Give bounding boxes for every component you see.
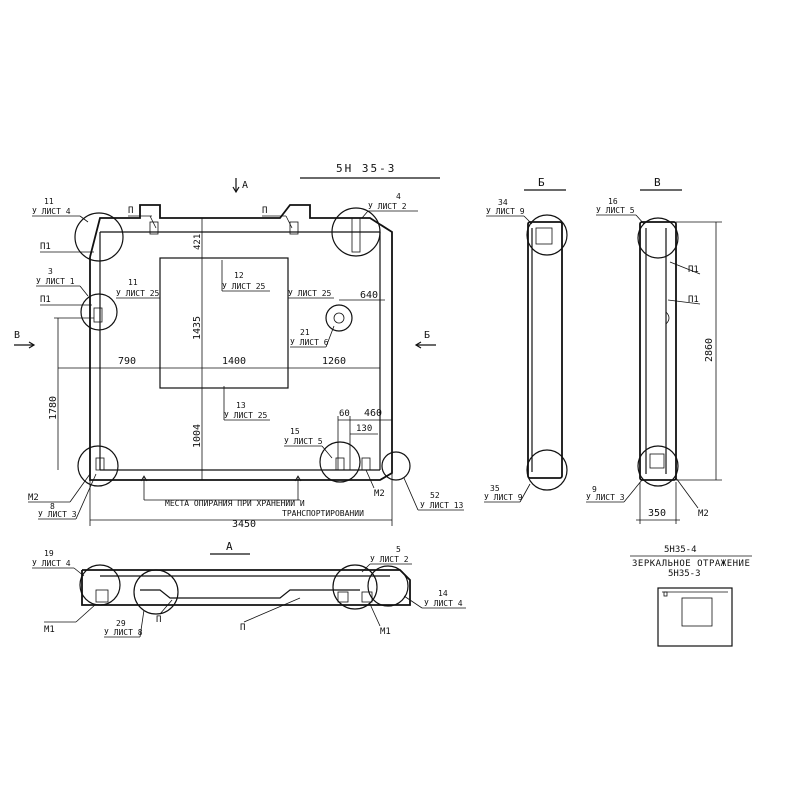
mirror-note-line3: 5Н35-3: [668, 569, 701, 579]
callout-52-sheet: У ЛИСТ 13: [420, 501, 464, 510]
callout-5-sheet: У ЛИСТ 2: [370, 555, 409, 564]
label-p-2: П: [262, 206, 267, 216]
callout-3-sheet: У ЛИСТ 1: [36, 277, 75, 286]
view-a-label-p-a: П: [156, 615, 161, 625]
callout-13-sheet: У ЛИСТ 25: [224, 411, 268, 420]
view-a-label-m1-right: М1: [380, 627, 391, 637]
view-v-label-p11-b: П1: [688, 295, 699, 305]
callout-35-num: 35: [490, 484, 500, 493]
label-p11-b: П1: [40, 295, 51, 305]
section-mark-b-left: В: [14, 330, 20, 341]
callout-3-num: 3: [48, 267, 53, 276]
callout-9-num: 9: [592, 485, 597, 494]
callout-52-num: 52: [430, 491, 440, 500]
support-note-line1: МЕСТА ОПИРАНИЯ ПРИ ХРАНЕНИИ И: [165, 499, 305, 508]
view-v-title: В: [654, 176, 661, 189]
callout-19-sheet: У ЛИСТ 4: [32, 559, 71, 568]
dim-350: 350: [648, 508, 666, 519]
callout-16-sheet: У ЛИСТ 5: [596, 206, 635, 215]
drawing-title: 5Н 35-3: [336, 162, 396, 175]
view-v-label-m2: М2: [698, 509, 709, 519]
callout-21-num: 21: [300, 328, 310, 337]
callout-29-sheet: У ЛИСТ 8: [104, 628, 143, 637]
callout-5-num: 5: [396, 545, 401, 554]
mirror-thumbnail: [657, 587, 733, 647]
callout-12-sheet: У ЛИСТ 25: [222, 282, 266, 291]
callout-4-top-num: 4: [396, 192, 401, 201]
callout-11-right-sheet: У ЛИСТ 25: [288, 289, 332, 298]
view-a-label-m1-left: М1: [44, 625, 55, 635]
callout-11-top-num: 11: [44, 197, 54, 206]
callout-9-sheet: У ЛИСТ 3: [586, 493, 625, 502]
callout-29-num: 29: [116, 619, 126, 628]
dim-1780: 1780: [48, 396, 59, 420]
section-mark-a-top: A: [242, 180, 248, 191]
callout-11-in-sheet: У ЛИСТ 25: [116, 289, 160, 298]
callout-34-num: 34: [498, 198, 508, 207]
mirror-note: 5Н35-4 ЗЕРКАЛЬНОЕ ОТРАЖЕНИЕ 5Н35-3: [630, 545, 752, 647]
view-a-title: А: [226, 540, 233, 553]
view-v-label-p11-a: П1: [688, 265, 699, 275]
callout-11-in-num: 11: [128, 278, 138, 287]
dim-1004: 1004: [192, 424, 203, 448]
dim-640: 640: [360, 290, 378, 301]
section-mark-b-right: Б: [424, 330, 430, 341]
callout-21-sheet: У ЛИСТ 6: [290, 338, 329, 347]
plan-view: 421 1435 1004 790 1400 1260 640 1780 60 …: [14, 192, 464, 530]
dim-1400: 1400: [222, 356, 246, 367]
callout-12-num: 12: [234, 271, 244, 280]
view-b: Б 34 У ЛИСТ 9 35 У ЛИСТ 9: [484, 176, 568, 503]
label-m2-right: М2: [374, 489, 385, 499]
dim-1435: 1435: [192, 316, 203, 340]
callout-34-sheet: У ЛИСТ 9: [486, 207, 525, 216]
view-a-label-p-b: П: [240, 623, 245, 633]
mirror-note-line1: 5Н35-4: [664, 545, 697, 555]
label-m2-left: М2: [28, 493, 39, 503]
callout-11-top-sheet: У ЛИСТ 4: [32, 207, 71, 216]
view-a: А 19 У ЛИСТ 4 5 У ЛИСТ 2 М1 29 У ЛИСТ 8 …: [32, 540, 466, 638]
dim-421: 421: [193, 234, 203, 250]
callout-15-sheet: У ЛИСТ 5: [284, 437, 323, 446]
callout-8-num: 8: [50, 502, 55, 511]
dim-790: 790: [118, 356, 136, 367]
dim-1260: 1260: [322, 356, 346, 367]
dim-460: 460: [364, 408, 382, 419]
callout-15-num: 15: [290, 427, 300, 436]
dim-2860: 2860: [704, 338, 715, 362]
view-v: В 2860 350 16 У ЛИСТ 5 П1 П1 9 У ЛИСТ 3 …: [586, 176, 722, 524]
mirror-note-line2: ЗЕРКАЛЬНОЕ ОТРАЖЕНИЕ: [632, 559, 750, 569]
dim-60: 60: [339, 409, 350, 419]
view-b-title: Б: [538, 176, 545, 189]
label-p-1: П: [128, 206, 133, 216]
callout-8-sheet: У ЛИСТ 3: [38, 510, 77, 519]
callout-19-num: 19: [44, 549, 54, 558]
dim-130: 130: [356, 424, 372, 434]
callout-4-top-sheet: У ЛИСТ 2: [368, 202, 407, 211]
callout-13-num: 13: [236, 401, 246, 410]
callout-35-sheet: У ЛИСТ 9: [484, 493, 523, 502]
dim-3450: 3450: [232, 519, 256, 530]
callout-14-sheet: У ЛИСТ 4: [424, 599, 463, 608]
callout-14-num: 14: [438, 589, 448, 598]
callout-16-num: 16: [608, 197, 618, 206]
label-p11-a: П1: [40, 242, 51, 252]
support-note-line2: ТРАНСПОРТИРОВАНИИ: [282, 509, 364, 518]
